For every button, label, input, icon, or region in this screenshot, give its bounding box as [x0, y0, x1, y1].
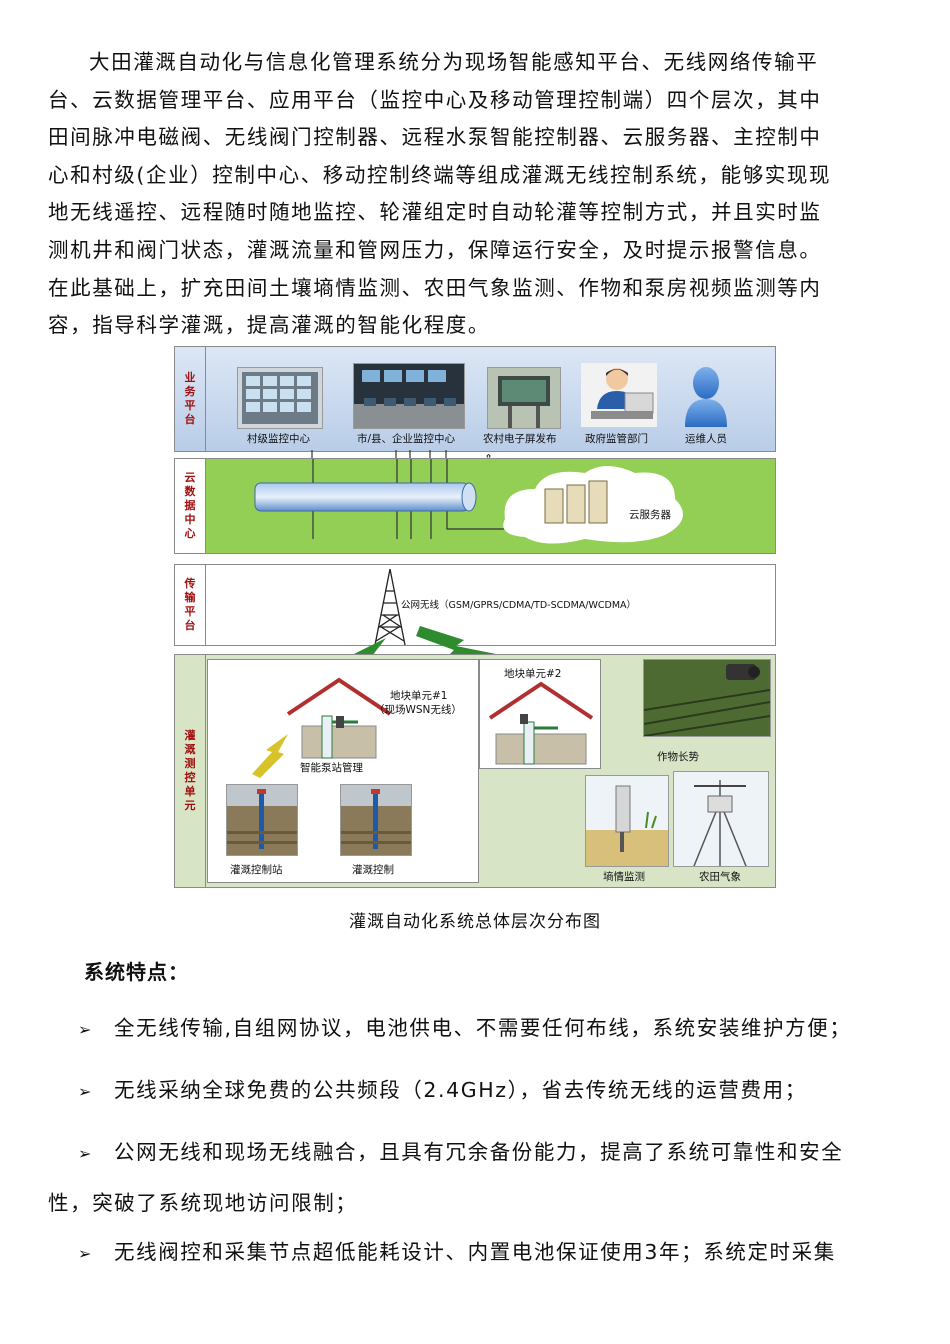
feature-item: ➢ 全无线传输,自组网协议，电池供电、不需要任何布线，系统安装维护方便； [48, 1010, 906, 1049]
unit1-subtitle: （现场WSN无线） [374, 704, 462, 716]
led-screen-label: 农村电子屏发布 [483, 433, 557, 445]
intro-line: 心和村级(企业）控制中心、移动控制终端等组成灌溉无线控制系统，能够实现现 [48, 162, 832, 187]
crop-label: 作物长势 [657, 751, 699, 763]
station1-image [226, 784, 298, 856]
feature-item: ➢ 无线采纳全球免费的公共频段（2.4GHz），省去传统无线的运营费用； [48, 1072, 906, 1111]
business-layer: 业务平台 村级监控中心 市/县、企业监控中心 农村电子屏发布 政府监管部门 [174, 346, 776, 452]
intro-paragraph: 大田灌溉自动化与信息化管理系统分为现场智能感知平台、无线网络传输平 台、云数据管… [48, 44, 906, 345]
government-label: 政府监管部门 [585, 433, 648, 445]
pump-label: 智能泵站管理 [300, 762, 363, 774]
field-signal-icon [252, 734, 288, 778]
intro-line: 测机井和阀门状态，灌溉流量和管网压力，保障运行安全，及时提示报警信息。 [48, 237, 822, 262]
village-monitor-label: 村级监控中心 [247, 433, 310, 445]
soil-image [585, 775, 669, 867]
weather-label: 农田气象 [699, 871, 741, 883]
features-heading: 系统特点： [84, 960, 189, 984]
feature-text-continued: 性，突破了系统现地访问限制； [48, 1190, 358, 1215]
feature-item: ➢ 无线阀控和采集节点超低能耗设计、内置电池保证使用3年；系统定时采集 [48, 1234, 906, 1273]
transmission-layer: 传输平台 公网无线（GSM/GPRS/CDMA/TD-SCDMA/WCDMA） [174, 564, 776, 646]
intro-line: 容，指导科学灌溉，提高灌溉的智能化程度。 [48, 313, 490, 338]
cloud-server-label: 云服务器 [629, 509, 671, 521]
unit2-panel: 地块单元#2 [479, 659, 601, 769]
system-layer-diagram: 业务平台 村级监控中心 市/县、企业监控中心 农村电子屏发布 政府监管部门 [174, 346, 776, 888]
tower-graphic [374, 568, 406, 645]
figure-caption: 灌溉自动化系统总体层次分布图 [349, 912, 601, 932]
unit1-title: 地块单元#1 [390, 690, 448, 702]
transmission-layer-label: 传输平台 [175, 565, 206, 645]
arrow-bullet-icon: ➢ [78, 1082, 94, 1101]
cloud-layer-label: 云数据中心 [175, 459, 206, 553]
intro-line: 在此基础上，扩充田间土壤墒情监测、农田气象监测、作物和泵房视频监测等内 [48, 275, 822, 300]
crop-image [643, 659, 771, 737]
station2-label: 灌溉控制 [352, 864, 394, 876]
arrow-bullet-icon: ➢ [78, 1020, 94, 1039]
intro-line: 田间脉冲电磁阀、无线阀门控制器、远程水泵智能控制器、云服务器、主控制中 [48, 125, 822, 150]
city-monitor-image [353, 363, 465, 429]
arrow-bullet-icon: ➢ [78, 1144, 94, 1163]
irrigation-layer-label: 灌溉测控单元 [175, 655, 206, 887]
government-image [581, 363, 657, 427]
irrigation-layer: 灌溉测控单元 地块单元#1 （现场WSN无线） 智能泵站管理 灌溉控制站 灌溉控… [174, 654, 776, 888]
led-screen-image [487, 367, 561, 429]
pump-house-graphic [286, 677, 392, 759]
feature-text: 全无线传输,自组网协议，电池供电、不需要任何布线，系统安装维护方便； [114, 1016, 852, 1040]
soil-label: 墒情监测 [603, 871, 645, 883]
village-monitor-image [237, 367, 323, 429]
intro-line: 台、云数据管理平台、应用平台（监控中心及移动管理控制端）四个层次，其中 [48, 87, 822, 112]
unit2-house-graphic [488, 681, 594, 765]
network-label: 公网无线（GSM/GPRS/CDMA/TD-SCDMA/WCDMA） [401, 600, 637, 611]
maintenance-label: 运维人员 [685, 433, 727, 445]
feature-item: ➢ 公网无线和现场无线融合，且具有冗余备份能力，提高了系统可靠性和安全 性，突破了… [48, 1134, 906, 1222]
weather-image [673, 771, 769, 867]
unit2-title: 地块单元#2 [504, 668, 562, 680]
feature-text: 公网无线和现场无线融合，且具有冗余备份能力，提高了系统可靠性和安全 [114, 1140, 844, 1164]
feature-text: 无线阀控和采集节点超低能耗设计、内置电池保证使用3年；系统定时采集 [114, 1240, 836, 1264]
cloud-pipe-graphic [254, 459, 683, 544]
unit1-panel: 地块单元#1 （现场WSN无线） 智能泵站管理 灌溉控制站 灌溉控制 [207, 659, 479, 883]
feature-text: 无线采纳全球免费的公共频段（2.4GHz），省去传统无线的运营费用； [114, 1078, 807, 1102]
station1-label: 灌溉控制站 [230, 864, 283, 876]
station2-image [340, 784, 412, 856]
cloud-layer: 云数据中心 云服务器 [174, 458, 776, 554]
business-layer-label: 业务平台 [175, 347, 206, 451]
city-monitor-label: 市/县、企业监控中心 [357, 433, 456, 445]
intro-line: 地无线遥控、远程随时随地监控、轮灌组定时自动轮灌等控制方式，并且实时监 [48, 200, 822, 225]
arrow-bullet-icon: ➢ [78, 1244, 94, 1263]
maintenance-person-icon [683, 365, 729, 427]
intro-line: 大田灌溉自动化与信息化管理系统分为现场智能感知平台、无线网络传输平 [89, 50, 819, 74]
